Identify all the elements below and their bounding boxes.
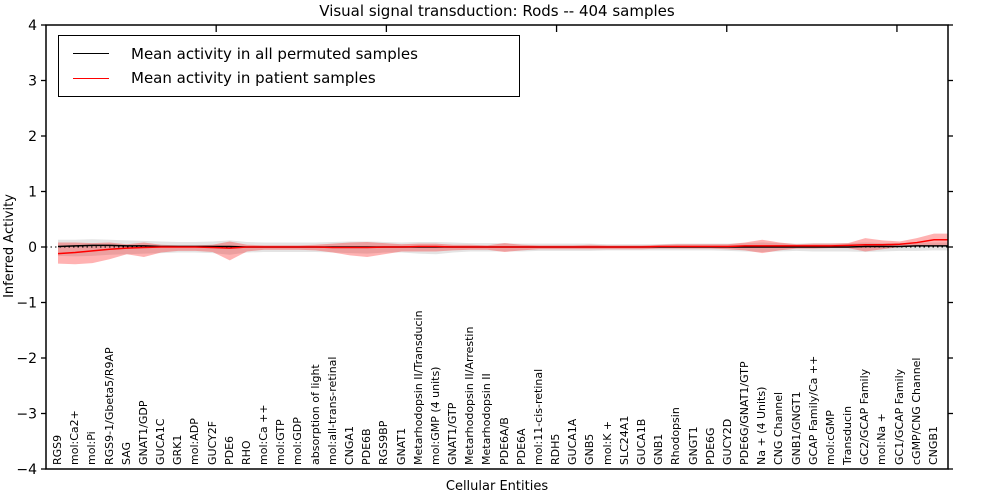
x-tick-label: GUCY2F — [205, 420, 219, 465]
patient-mean-line — [57, 239, 948, 255]
x-tick-label: GNAT1/GTP — [446, 402, 460, 465]
x-tick-label: GC1/GCAP Family — [892, 368, 906, 465]
x-tick-label: SLC24A1 — [617, 415, 631, 465]
y-tick-label: 2 — [28, 129, 37, 145]
x-tick-label: mol:Ca ++ — [257, 404, 271, 465]
x-tick-label: Metarhodopsin II/Transducin — [411, 310, 425, 465]
red-line-icon — [73, 77, 109, 79]
x-tick-label: RGS9BP — [377, 420, 391, 465]
x-tick-label: Transducin — [841, 405, 855, 465]
x-tick-label: GNAT1/GDP — [136, 400, 150, 465]
y-tick-label: −1 — [16, 296, 37, 312]
y-tick-label: 4 — [28, 18, 37, 34]
x-tick-label: GRK1 — [171, 434, 185, 465]
y-tick-label: 0 — [28, 240, 37, 256]
y-tick-label: −3 — [16, 407, 37, 423]
x-tick-label: mol:GDP — [291, 417, 305, 465]
chart-title: Visual signal transduction: Rods -- 404 … — [319, 2, 675, 20]
permuted-confidence-band — [58, 239, 948, 257]
x-tick-label: RGS9 — [51, 434, 64, 465]
x-tick-label: PDE6B — [360, 428, 374, 465]
x-tick-label: GNB5 — [583, 433, 597, 465]
x-tick-label: RGS9-1/Gbeta5/R9AP — [102, 347, 116, 465]
x-tick-label: GNAT1 — [394, 427, 408, 465]
x-tick-label: CNGA1 — [343, 426, 356, 465]
x-tick-label: cGMP/CNG Channel — [909, 357, 923, 466]
y-axis-label: Inferred Activity — [2, 194, 17, 298]
black-line-icon — [73, 53, 109, 55]
x-tick-label: GCAP Family/Ca ++ — [806, 355, 820, 465]
x-tick-label: CNGB1 — [927, 426, 940, 465]
x-tick-label: mol:Ca2+ — [68, 410, 82, 465]
legend-entry-permuted: Mean activity in all permuted samples — [73, 45, 519, 63]
y-tick-label: 3 — [28, 74, 37, 90]
x-tick-label: mol:GTP — [274, 419, 288, 465]
x-tick-label: GUCA1A — [566, 418, 580, 465]
x-tick-label: RHO — [239, 440, 253, 465]
x-tick-label: mol:cGMP — [823, 410, 837, 465]
y-tick-label: −2 — [16, 351, 37, 367]
x-tick-label: Metarhodopsin II/Arrestin — [463, 326, 477, 465]
x-tick-label: PDE6 — [222, 435, 236, 465]
x-tick-label: PDE6A/B — [497, 417, 511, 465]
y-tick-label: 1 — [28, 185, 37, 201]
x-tick-label: CNG Channel — [772, 391, 786, 465]
x-tick-label: GC2/GCAP Family — [858, 368, 872, 465]
x-tick-label: GUCY2D — [720, 418, 734, 465]
x-tick-label: RDH5 — [549, 433, 563, 465]
legend-entry-patient: Mean activity in patient samples — [73, 69, 519, 87]
legend-box: Mean activity in all permuted samples Me… — [58, 35, 520, 97]
x-tick-label: Rhodopsin — [669, 407, 683, 465]
legend-label-patient: Mean activity in patient samples — [131, 69, 376, 88]
x-tick-label: GUCA1C — [154, 418, 168, 465]
patient-confidence-band — [58, 233, 948, 265]
x-tick-label: PDE6G — [703, 427, 717, 465]
legend-label-permuted: Mean activity in all permuted samples — [131, 44, 418, 63]
x-tick-label: mol:GMP (4 units) — [428, 366, 442, 465]
y-tick-label: −4 — [16, 462, 37, 478]
x-tick-label: PDE6G/GNAT1/GTP — [738, 361, 752, 465]
x-tick-label: SAG — [119, 441, 133, 465]
x-axis-label: Cellular Entities — [445, 479, 549, 494]
x-tick-label: mol:Na + — [875, 413, 889, 465]
x-tick-label: absorption of light — [308, 364, 322, 465]
x-tick-label: mol:Pi — [85, 431, 99, 465]
x-tick-label: GNB1/GNGT1 — [789, 391, 803, 465]
x-tick-label: GNGT1 — [686, 426, 700, 465]
x-tick-label: mol:11-cis-retinal — [531, 368, 545, 465]
x-tick-label: GUCA1B — [635, 418, 648, 465]
x-tick-label: mol:all-trans-retinal — [325, 356, 339, 465]
x-tick-label: mol:K + — [600, 420, 614, 465]
x-tick-label: Na + (4 Units) — [755, 386, 769, 465]
x-tick-label: Metarhodopsin II — [480, 373, 494, 465]
x-tick-label: GNB1 — [652, 433, 666, 465]
x-tick-label: mol:ADP — [188, 418, 202, 465]
x-tick-label: PDE6A — [514, 428, 528, 465]
